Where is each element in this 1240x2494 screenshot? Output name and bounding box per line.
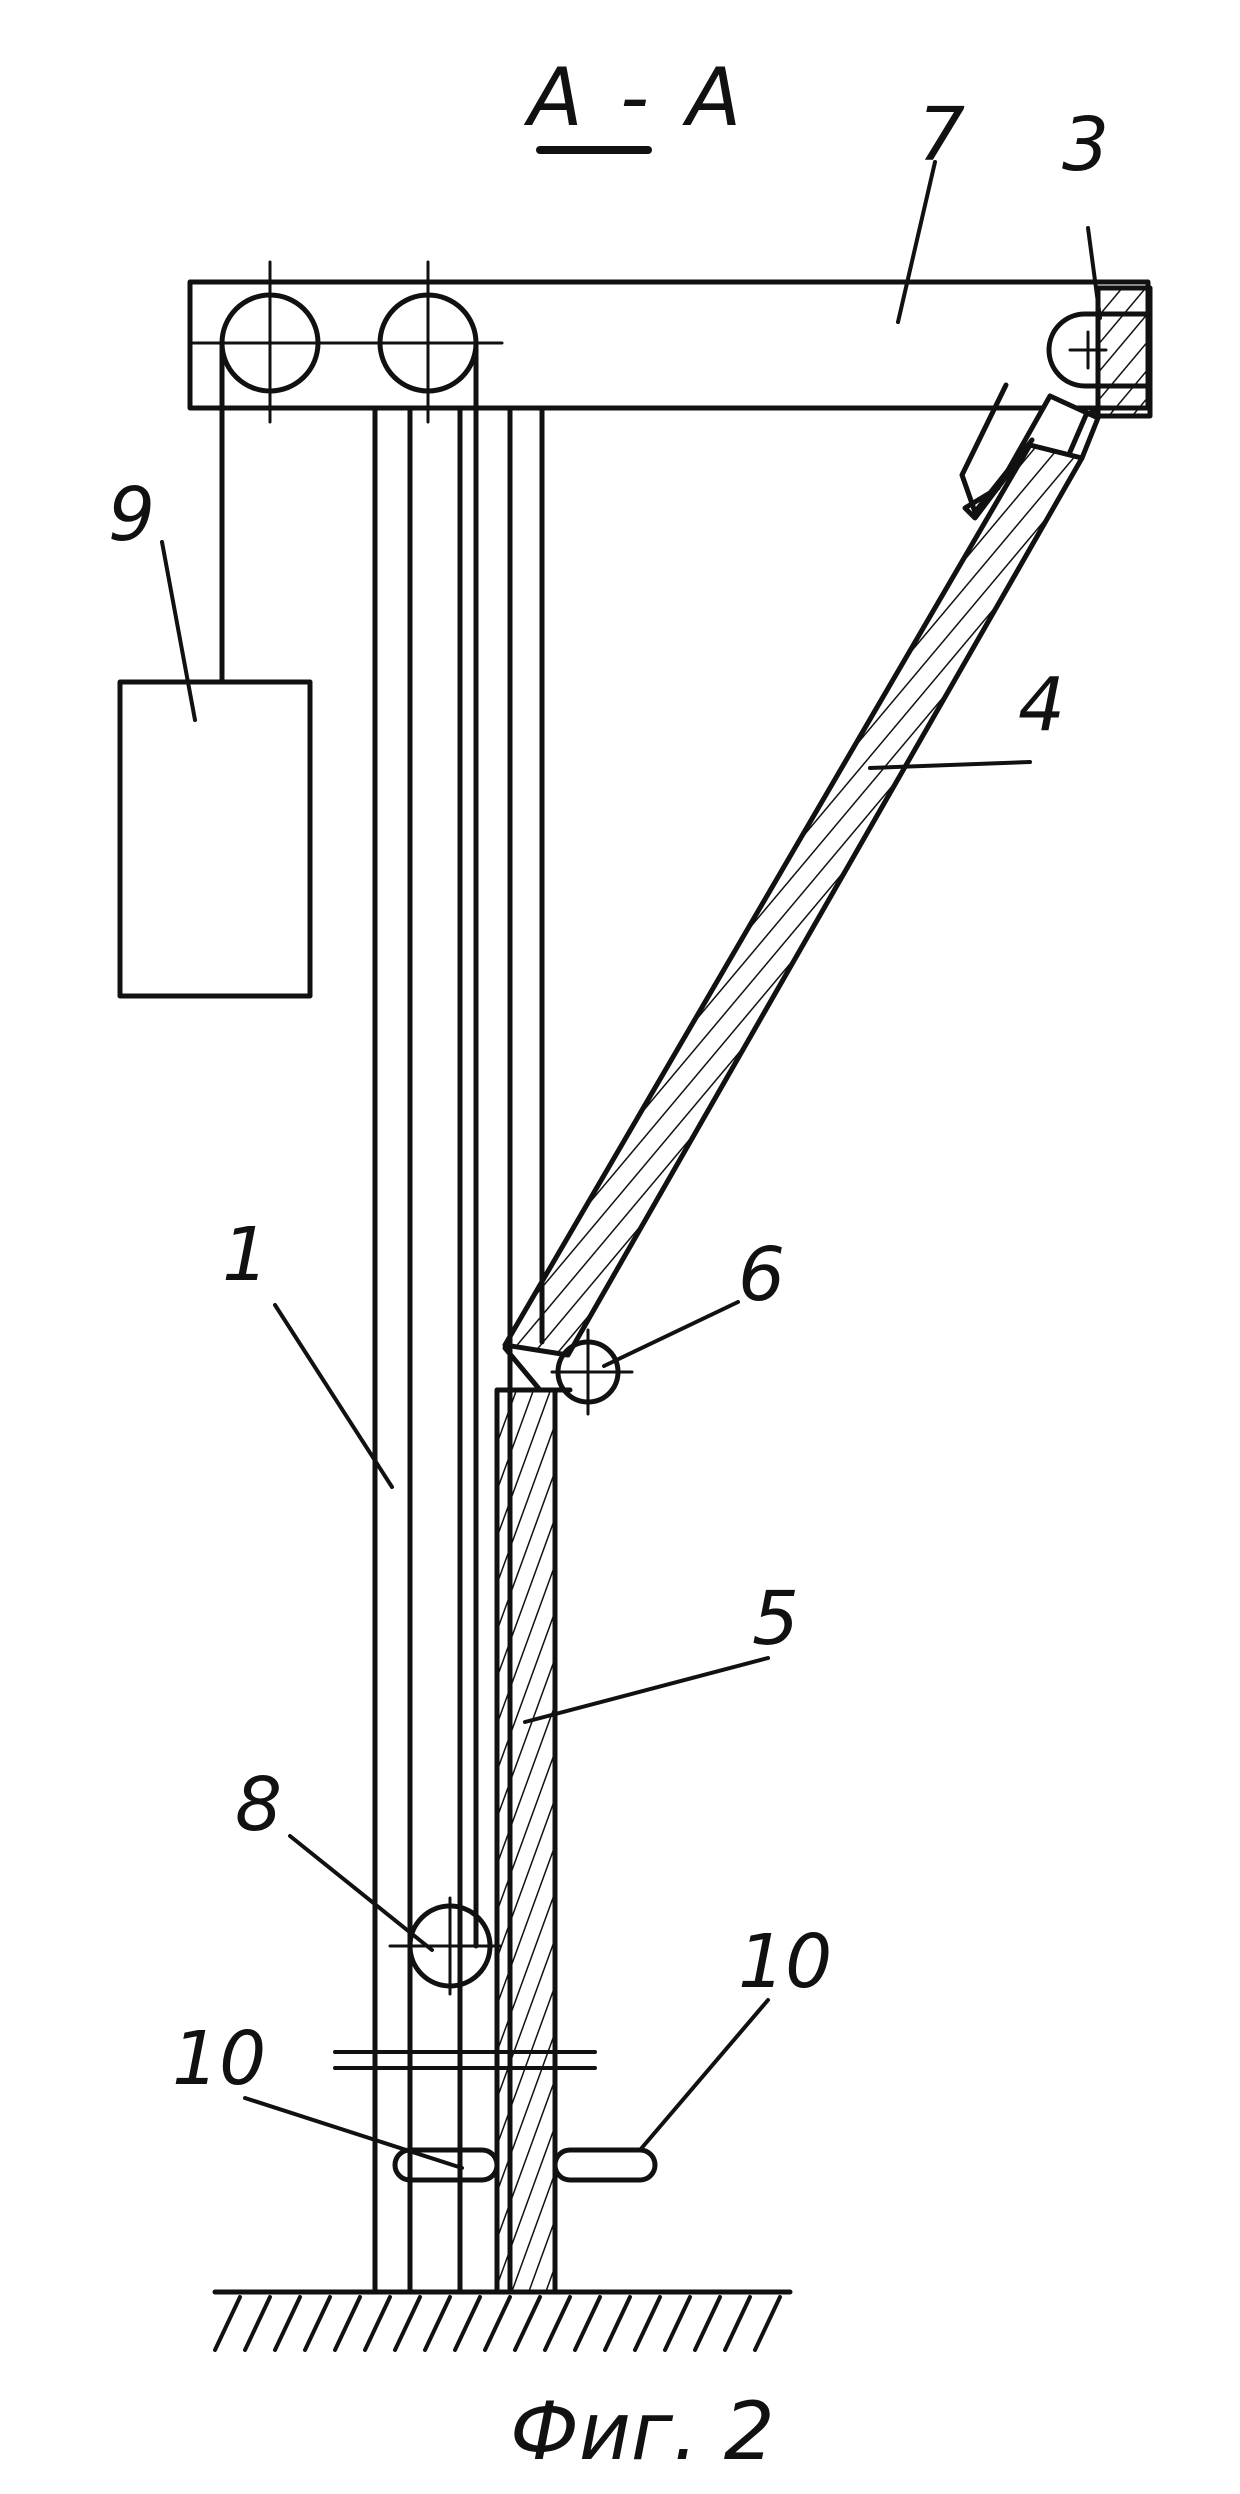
mast-1	[372, 405, 545, 2295]
label-5: 5	[752, 1576, 800, 1662]
pulley-8	[388, 1896, 502, 1996]
member-5	[494, 1387, 558, 2295]
leader-5	[523, 1656, 770, 1724]
footrest-10-left	[392, 2147, 500, 2183]
label-1: 1	[222, 1212, 270, 1298]
label-6: 6	[738, 1232, 786, 1318]
strut-4	[502, 382, 1101, 1358]
label-8: 8	[235, 1762, 283, 1848]
label-10-left: 10	[172, 2016, 267, 2102]
leader-lines	[160, 160, 1102, 2170]
leader-8	[288, 1834, 434, 1952]
figure-caption: Фиг. 2	[510, 2385, 775, 2478]
leader-6	[602, 1300, 740, 1368]
ground	[212, 2289, 793, 2352]
leader-9	[160, 540, 197, 722]
leader-10-left	[243, 2096, 464, 2170]
footrest-10-right	[552, 2147, 658, 2183]
pivot-3	[1046, 311, 1151, 389]
section-title: А - А	[528, 51, 748, 144]
leader-4	[868, 760, 1032, 770]
top-pulley-right	[346, 260, 504, 424]
label-7: 7	[918, 92, 966, 178]
leader-7	[896, 160, 937, 324]
leader-1	[273, 1303, 394, 1489]
label-3: 3	[1062, 102, 1110, 188]
counterweight-9	[117, 679, 313, 999]
label-10-right: 10	[738, 1919, 833, 2005]
label-4: 4	[1018, 662, 1066, 748]
label-9: 9	[108, 472, 156, 558]
leader-10-right	[638, 1998, 770, 2152]
top-pulley-left	[188, 260, 350, 424]
beam-end-bracket	[1095, 285, 1153, 419]
leader-3	[1086, 226, 1102, 320]
